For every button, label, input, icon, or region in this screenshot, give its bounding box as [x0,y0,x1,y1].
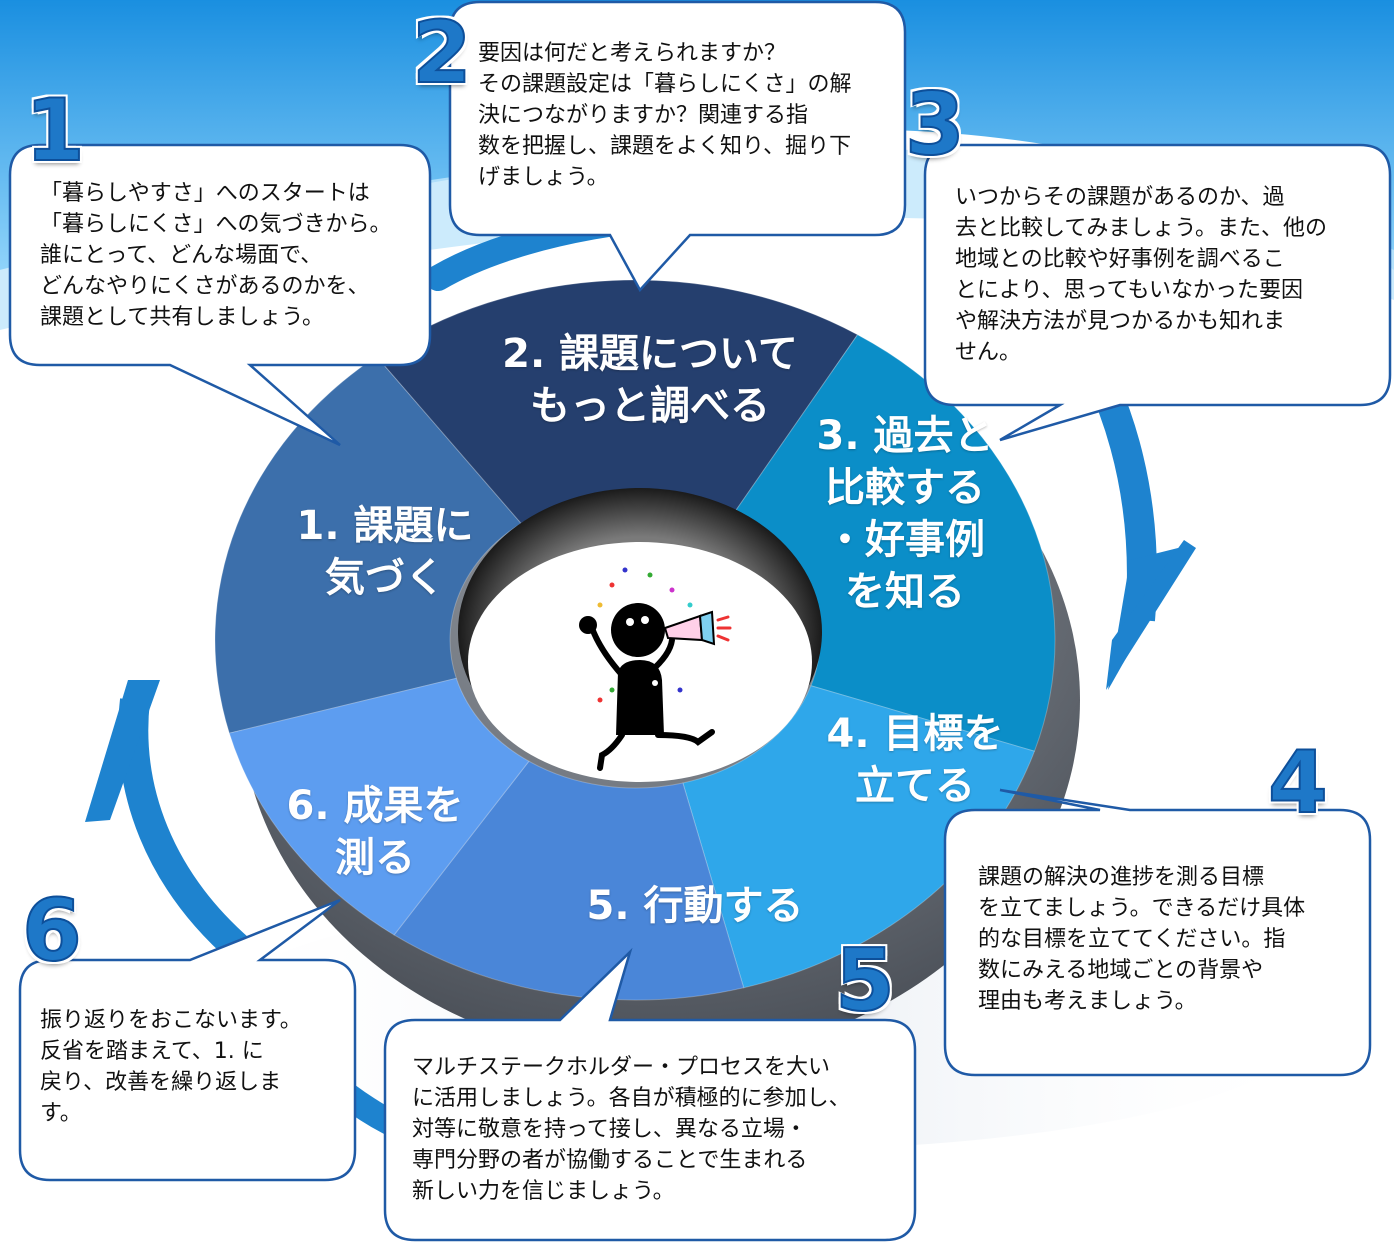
callout-4-text: 課題の解決の進捗を測る目標 を立てましょう。できるだけ具体 的な目標を立ててくだ… [978,865,1306,1014]
segment-label-5: 5. 行動する [586,883,804,929]
step-number-6: 6 [21,881,83,981]
callout-text-3: いつからその課題があるのか、過 去と比較してみましょう。また、他の 地域との比較… [955,182,1375,368]
callout-text-1: 「暮らしやすさ」へのスタートは 「暮らしにくさ」への気づきから。 誰にとって、ど… [40,178,420,333]
callout-bubble-1 [8,143,432,447]
segment-label-4: 4. 目標を 立てる [826,711,1004,809]
step-number-3: 3 [904,75,966,175]
step-number-2: 2 [411,3,473,103]
callout-5-text: マルチステークホルダー・プロセスを大い に活用しましょう。各自が積極的に参加し、… [412,1055,851,1204]
cycle-arrowhead-right-b [1106,540,1196,690]
callout-bubble-4 [943,788,1372,1077]
step-number-4: 4 [1267,733,1329,833]
callout-bubble-3 [923,143,1392,442]
callout-1-text: 「暮らしやすさ」へのスタートは 「暮らしにくさ」への気づきから。 誰にとって、ど… [40,181,392,330]
callout-2-text: 要因は何だと考えられますか？ その課題設定は「暮らしにくさ」の解 決につながりま… [478,41,852,190]
callout-bubble-5 [383,947,917,1242]
cycle-ring [214,279,1056,1001]
segment-label-1: 1. 課題に 気づく [296,503,474,601]
step-number-5: 5 [834,931,896,1031]
callout-bubble-6 [18,898,357,1182]
cycle-arrowhead-left [85,680,160,822]
callout-3-text: いつからその課題があるのか、過 去と比較してみましょう。また、他の 地域との比較… [955,185,1328,365]
callout-text-6: 振り返りをおこないます。 反省を踏まえて、1. に 戻り、改善を繰り返しま す。 [40,1005,350,1129]
step-number-1: 1 [24,81,86,181]
ring-segment-1 [214,355,522,734]
segment-label-6: 6. 成果を 測る [286,783,464,881]
callout-text-5: マルチステークホルダー・プロセスを大い に活用しましょう。各自が積極的に参加し、… [412,1052,912,1207]
callout-6-text: 振り返りをおこないます。 反省を踏まえて、1. に 戻り、改善を繰り返しま す。 [40,1008,302,1126]
segment-label-3: 3. 過去と 比較する ・好事例 を知る [816,413,994,615]
callout-bubble-2 [448,0,907,293]
segment-label-2: 2. 課題について もっと調べる [502,331,798,429]
celebrating-person-with-megaphone-icon [579,567,732,771]
ring-segment-5 [393,760,745,1001]
callout-text-2: 要因は何だと考えられますか？ その課題設定は「暮らしにくさ」の解 決につながりま… [478,38,898,193]
callout-text-4: 課題の解決の進捗を測る目標 を立てましょう。できるだけ具体 的な目標を立ててくだ… [978,862,1358,1017]
ring-segment-6 [228,677,530,936]
